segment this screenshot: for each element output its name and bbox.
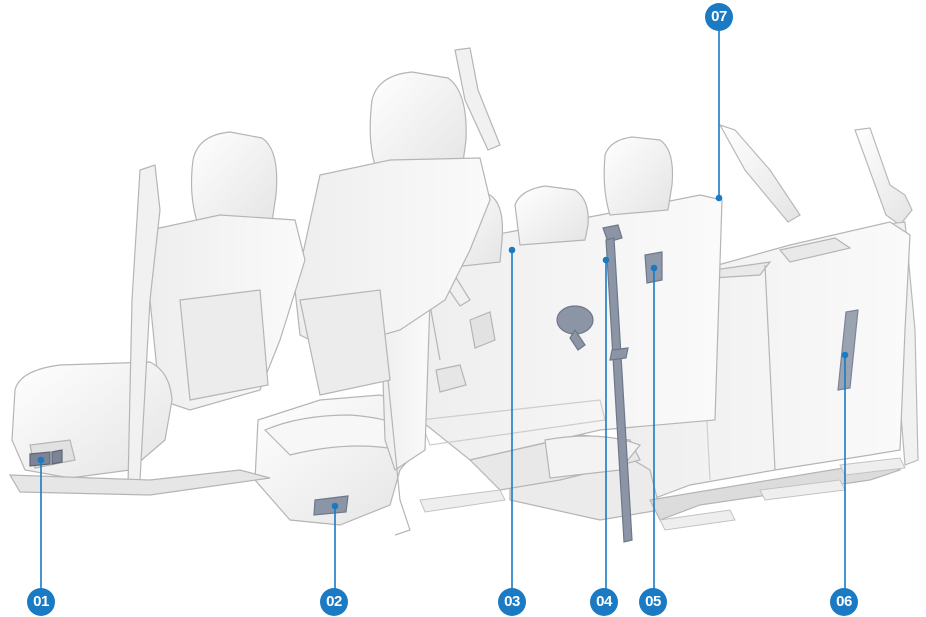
callout-badge-06: 06 — [830, 588, 858, 616]
callout-badge-02: 02 — [320, 588, 348, 616]
callout-badge-04: 04 — [590, 588, 618, 616]
callout-badge-03: 03 — [498, 588, 526, 616]
callout-badge-01: 01 — [27, 588, 55, 616]
callout-badge-07: 07 — [705, 3, 733, 31]
callout-badge-05: 05 — [639, 588, 667, 616]
